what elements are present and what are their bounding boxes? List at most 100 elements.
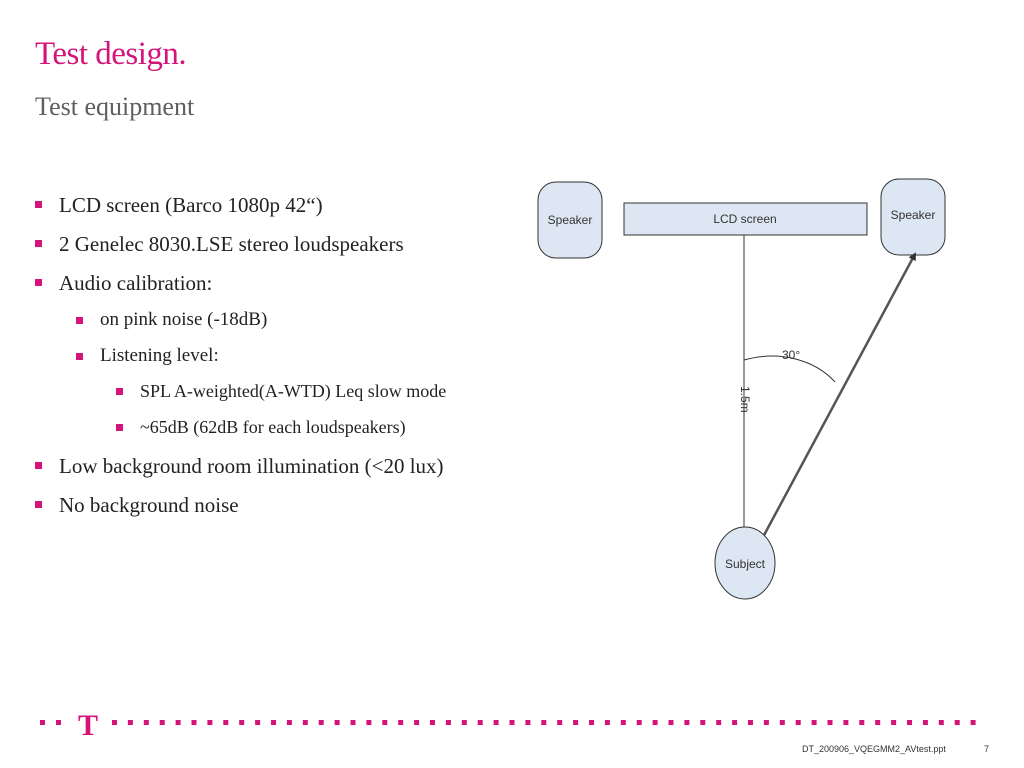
footer-dot [382, 720, 388, 725]
bullet-square-icon [35, 201, 42, 208]
footer-dot [414, 720, 420, 725]
footer-dot [318, 720, 324, 725]
footer-dot [700, 720, 706, 725]
bullet-text: ~65dB (62dB for each loudspeakers) [140, 417, 406, 437]
speaker-left [537, 181, 603, 259]
bullet-item: Low background room illumination (<20 lu… [35, 449, 515, 488]
bullet-square-icon [76, 317, 83, 324]
footer-dot [286, 720, 292, 725]
footer-dot [159, 720, 165, 725]
footer-dot [445, 720, 451, 725]
bullet-text: LCD screen (Barco 1080p 42“) [59, 193, 323, 217]
bullet-square-icon [116, 424, 123, 431]
footer-dot [938, 720, 944, 725]
bullet-item: No background noise [35, 488, 515, 527]
bullet-text: SPL A-weighted(A-WTD) Leq slow mode [140, 381, 447, 401]
footer-dot [112, 720, 117, 725]
footer-dot [811, 720, 817, 725]
footer-dot [255, 720, 261, 725]
footer-dot [779, 720, 785, 725]
footer-filename: DT_200906_VQEGMM2_AVtest.ppt [802, 744, 946, 754]
footer-dot [350, 720, 356, 725]
bullet-square-icon [35, 501, 42, 508]
bullet-item: 2 Genelec 8030.LSE stereo loudspeakers [35, 227, 515, 266]
footer-dot [302, 720, 308, 725]
footer-dot [827, 720, 833, 725]
footer-dot [843, 720, 849, 725]
angle-label: 30° [782, 348, 800, 362]
telekom-logo-icon: T [78, 709, 98, 742]
bullet-square-icon [35, 240, 42, 247]
dotted-line [40, 720, 976, 725]
footer-dot [477, 720, 483, 725]
footer-dot [525, 720, 531, 725]
footer-dot [430, 720, 435, 725]
footer-dot [684, 720, 690, 725]
bullet-text: 2 Genelec 8030.LSE stereo loudspeakers [59, 232, 404, 256]
footer-dot [907, 720, 912, 725]
footer-dot [589, 720, 594, 725]
footer-dot [493, 720, 499, 725]
subject-label: Subject [725, 557, 766, 571]
slide-subtitle: Test equipment [35, 92, 195, 121]
footer-dot [40, 720, 45, 725]
sub-sub-bullet-item: ~65dB (62dB for each loudspeakers) [116, 413, 515, 449]
bullet-text: Listening level: [100, 345, 219, 366]
footer-dot [557, 720, 563, 725]
bullet-text: on pink noise (-18dB) [100, 309, 268, 330]
footer-dot [461, 720, 467, 725]
footer-dot [175, 720, 181, 725]
angle-arc [743, 355, 836, 383]
slide-title: Test design. [35, 36, 187, 72]
footer-dot [191, 720, 197, 725]
bullet-list: LCD screen (Barco 1080p 42“) 2 Genelec 8… [35, 188, 515, 527]
footer-dot [636, 720, 642, 725]
speaker-left-label: Speaker [548, 213, 593, 227]
footer-dot [56, 720, 61, 725]
footer-dot [652, 720, 658, 725]
distance-label: 1.5m [738, 386, 752, 413]
footer-dot [509, 720, 515, 725]
subject-node [714, 526, 776, 600]
setup-diagram: Speaker LCD screen Speaker 30° 1.5m Subj… [537, 178, 946, 600]
bullet-square-icon [35, 462, 42, 469]
sub-bullet-item: on pink noise (-18dB) [76, 305, 515, 341]
bullet-square-icon [76, 353, 83, 360]
footer-dot [620, 720, 626, 725]
footer-brand-bar: T [40, 709, 976, 742]
footer-dot [763, 720, 769, 725]
footer-dot [239, 720, 245, 725]
footer-dot [127, 720, 133, 725]
bullet-square-icon [116, 388, 123, 395]
footer-dot [795, 720, 801, 725]
footer-dot [604, 720, 610, 725]
footer-dot [970, 720, 976, 725]
lcd-screen [623, 202, 868, 236]
footer-dot [334, 720, 340, 725]
bullet-item: LCD screen (Barco 1080p 42“) [35, 188, 515, 227]
footer-dot [271, 720, 276, 725]
footer-dot [875, 720, 881, 725]
footer-dot [223, 720, 229, 725]
footer-dot [859, 720, 865, 725]
footer-dot [716, 720, 722, 725]
footer-dot [541, 720, 547, 725]
footer-dot [732, 720, 738, 725]
speaker-right-label: Speaker [891, 208, 936, 222]
footer-dot [954, 720, 960, 725]
footer-dot [143, 720, 149, 725]
direction-line [746, 252, 917, 566]
footer-dot [922, 720, 928, 725]
footer-dot [891, 720, 897, 725]
bullet-square-icon [35, 279, 42, 286]
footer-dot [748, 720, 753, 725]
sub-bullet-item: Listening level: [76, 341, 515, 377]
sub-sub-bullet-item: SPL A-weighted(A-WTD) Leq slow mode [116, 377, 515, 413]
bullet-text: Low background room illumination (<20 lu… [59, 454, 444, 478]
bullet-item: Audio calibration: [35, 266, 515, 305]
footer-dot [207, 720, 213, 725]
lcd-screen-label: LCD screen [713, 212, 776, 226]
bullet-text: No background noise [59, 493, 239, 517]
footer-dot [366, 720, 372, 725]
page-number: 7 [984, 744, 990, 754]
